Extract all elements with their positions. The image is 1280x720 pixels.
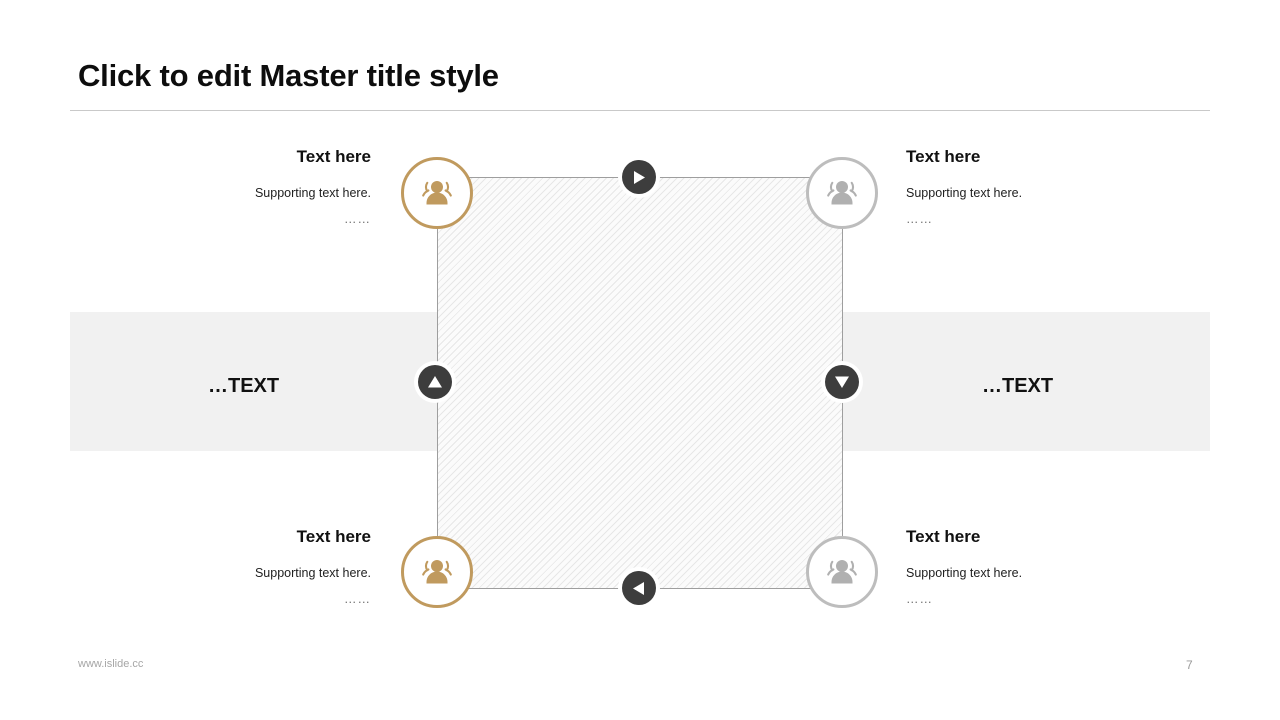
node-ellipsis: …… — [344, 591, 371, 606]
node-supporting-text: Supporting text here. — [906, 185, 1023, 200]
node-text-top-left: Text here Supporting text here. …… — [135, 147, 371, 227]
node-heading: Text here — [296, 147, 371, 166]
title-divider — [70, 110, 1210, 111]
node-text-bottom-right: Text here Supporting text here. …… — [906, 527, 1146, 607]
node-text-top-right: Text here Supporting text here. …… — [906, 147, 1146, 227]
node-ellipsis: …… — [906, 591, 933, 606]
node-supporting-text: Supporting text here. — [254, 185, 371, 200]
band-label-left: …TEXT — [208, 375, 280, 397]
hatched-center-panel — [437, 177, 842, 588]
people-icon — [420, 557, 454, 587]
node-ellipsis: …… — [344, 211, 371, 226]
node-ellipsis: …… — [906, 211, 933, 226]
triangle-left-arrow-icon[interactable] — [622, 571, 656, 605]
node-text-bottom-left: Text here Supporting text here. …… — [135, 527, 371, 607]
people-icon — [420, 178, 454, 208]
people-icon — [825, 178, 859, 208]
triangle-down-arrow-icon[interactable] — [825, 365, 859, 399]
footer-url[interactable]: www.islide.cc — [78, 658, 144, 670]
node-circle-bottom-left[interactable] — [401, 536, 473, 608]
node-heading: Text here — [906, 147, 981, 166]
page-title: Click to edit Master title style — [78, 58, 499, 93]
node-heading: Text here — [906, 527, 981, 546]
node-circle-top-left[interactable] — [401, 157, 473, 229]
triangle-up-arrow-icon[interactable] — [418, 365, 452, 399]
people-icon — [825, 557, 859, 587]
node-circle-bottom-right[interactable] — [806, 536, 878, 608]
node-heading: Text here — [296, 527, 371, 546]
node-supporting-text: Supporting text here. — [254, 565, 371, 580]
node-circle-top-right[interactable] — [806, 157, 878, 229]
node-supporting-text: Supporting text here. — [906, 565, 1023, 580]
page-number: 7 — [1186, 658, 1193, 672]
band-label-right: …TEXT — [982, 375, 1054, 397]
play-right-arrow-icon[interactable] — [622, 160, 656, 194]
